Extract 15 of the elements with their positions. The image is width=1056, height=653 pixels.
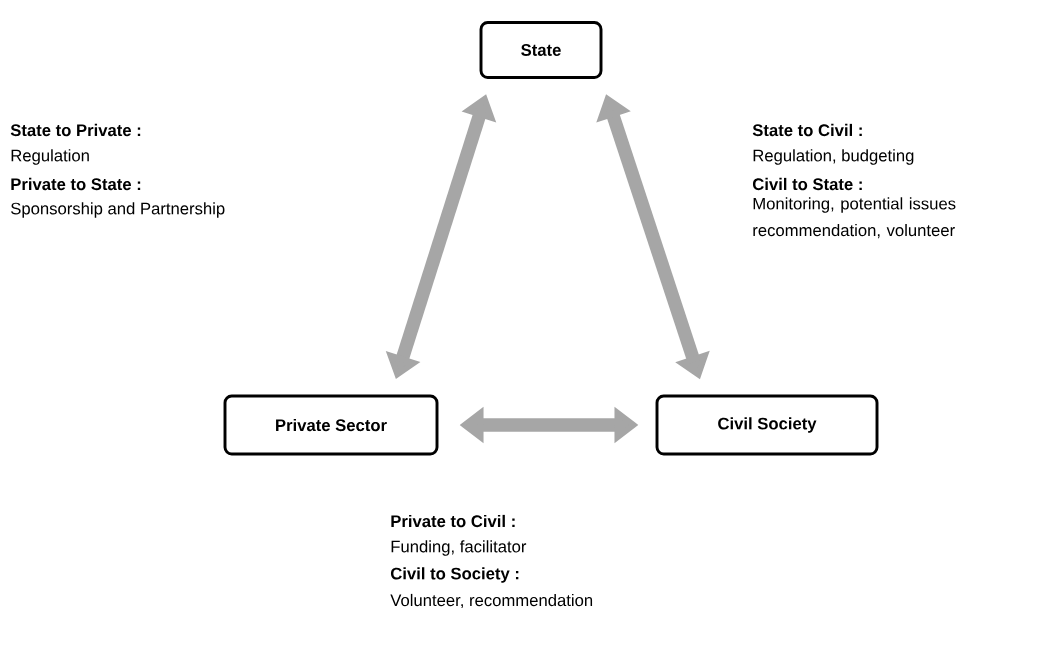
relation-heading: State to Private : bbox=[10, 123, 141, 137]
relation-heading: Civil to Society : bbox=[390, 567, 519, 583]
relation-heading: Private to Civil : bbox=[391, 514, 515, 528]
relation-heading: State to Civil : bbox=[752, 123, 862, 137]
entity-box: Civil Society bbox=[655, 394, 879, 456]
entity-box: Private Sector bbox=[223, 394, 439, 456]
relation-text: Sponsorship and Partnership bbox=[11, 202, 225, 218]
relation-text: Volunteer, recommendation bbox=[390, 593, 593, 609]
relation-text: Regulation bbox=[11, 149, 89, 165]
relation-heading: Civil to State : bbox=[752, 177, 862, 191]
relation-heading: Private to State : bbox=[11, 177, 141, 191]
entity-box: State bbox=[479, 21, 603, 79]
relation-text: Regulation, budgeting bbox=[753, 149, 914, 165]
relation-text: Monitoring, potential issues recommendation, volunteer bbox=[753, 197, 956, 239]
relation-text: Funding, facilitator bbox=[391, 540, 527, 556]
